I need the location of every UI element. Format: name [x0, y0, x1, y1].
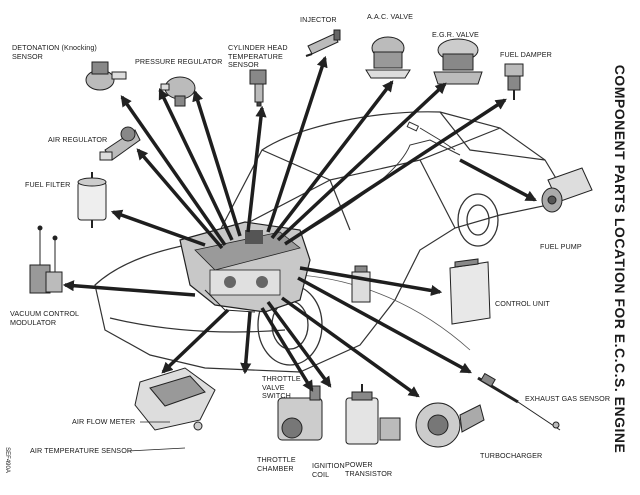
fuel-line: [299, 139, 461, 236]
label-turbocharger: TURBOCHARGER: [480, 451, 543, 460]
arrow-exhaust-sensor: [297, 276, 472, 374]
throttle-chamber-icon: [277, 385, 323, 441]
label-exhaust-gas-sensor: EXHAUST GAS SENSOR: [525, 394, 611, 403]
figure-code-text: SEF490A: [4, 447, 10, 473]
label-power-transistor: POWER TRANSISTOR: [345, 460, 393, 478]
label-aac-valve: A.A.C. VALVE: [367, 12, 414, 21]
arrow-throttle-chamber: [240, 311, 252, 375]
aac-valve-icon: [365, 36, 411, 79]
power-transistor-icon: [379, 417, 401, 441]
label-air-regulator: AIR REGULATOR: [48, 135, 108, 144]
page-title: COMPONENT PARTS LOCATION FOR E.C.C.S. EN…: [602, 44, 638, 474]
rear-fuel-pipe: [406, 121, 456, 151]
arrow-throttle-switch: [266, 300, 332, 388]
label-throttle-valve-switch: THROTTLE VALVE SWITCH: [262, 374, 301, 400]
egr-valve-icon: [433, 38, 483, 85]
exhaust-line: [299, 274, 471, 351]
rear-wheel: [457, 193, 499, 247]
engine-assembly: [179, 221, 311, 313]
fuel-filter-icon: [77, 172, 107, 228]
cylinder-head-temp-sensor-icon: [249, 69, 267, 107]
label-air-flow-meter: AIR FLOW METER: [72, 417, 136, 426]
arrow-injector: [266, 55, 328, 233]
label-air-temperature-sensor: AIR TEMPERATURE SENSOR: [30, 446, 133, 455]
arrow-control-to-unit: [299, 266, 443, 297]
injector-icon: [305, 29, 341, 57]
arrow-air-regulator: [136, 148, 224, 250]
label-fuel-pump: FUEL PUMP: [540, 242, 582, 251]
arrow-fuel-filter: [110, 209, 206, 247]
arrow-egr-valve: [276, 82, 447, 242]
detonation-sensor-icon: [85, 61, 127, 91]
label-throttle-chamber: THROTTLE CHAMBER: [257, 455, 296, 473]
label-egr-valve: E.G.R. VALVE: [432, 30, 479, 39]
relay-icon: [351, 265, 371, 303]
label-vacuum-control-modulator: VACUUM CONTROL MODULATOR: [10, 309, 80, 327]
air-flow-meter-icon: [134, 367, 216, 431]
leader-arrows: [62, 55, 537, 398]
fuel-damper-icon: [504, 63, 524, 100]
label-ignition-coil: IGNITION COIL: [312, 461, 345, 479]
arrow-air-flow-meter: [161, 308, 230, 374]
ignition-coil-icon: [345, 384, 379, 445]
arrow-cylinder-head-temp-sensor: [192, 89, 242, 237]
arrow-pressure-regulator: [158, 87, 234, 241]
label-pressure-regulator: PRESSURE REGULATOR: [135, 57, 223, 66]
label-control-unit: CONTROL UNIT: [495, 299, 550, 308]
page-title-text: COMPONENT PARTS LOCATION FOR E.C.C.S. EN…: [612, 64, 628, 454]
label-detonation-sensor: DETONATION (Knocking) SENSOR: [12, 43, 97, 61]
vacuum-control-modulator-icon: [29, 225, 63, 294]
arrow-cyl-sensor: [246, 105, 267, 233]
air-regulator-icon: [99, 126, 141, 161]
label-injector: INJECTOR: [300, 15, 337, 24]
arrow-ignition-coil: [260, 307, 314, 392]
arrow-fuel-damper: [284, 98, 507, 246]
arrow-detonation-sensor: [120, 95, 227, 246]
car-body-outline: [94, 111, 561, 373]
label-fuel-filter: FUEL FILTER: [25, 180, 71, 189]
figure-code: SEF490A: [0, 430, 14, 490]
arrow-turbocharger: [280, 296, 420, 398]
control-unit-icon: [449, 258, 491, 325]
arrow-vacuum-modulator: [62, 280, 196, 297]
turbocharger-icon: [415, 402, 485, 448]
arrow-fuel-pump: [459, 158, 537, 202]
label-fuel-damper: FUEL DAMPER: [500, 50, 552, 59]
fuel-pump-icon: [541, 167, 593, 213]
label-cylinder-head-temp-sensor: CYLINDER HEAD TEMPERATURE SENSOR: [228, 43, 288, 69]
exhaust-gas-sensor-icon: [477, 372, 561, 431]
arrow-aac-valve: [270, 80, 394, 240]
